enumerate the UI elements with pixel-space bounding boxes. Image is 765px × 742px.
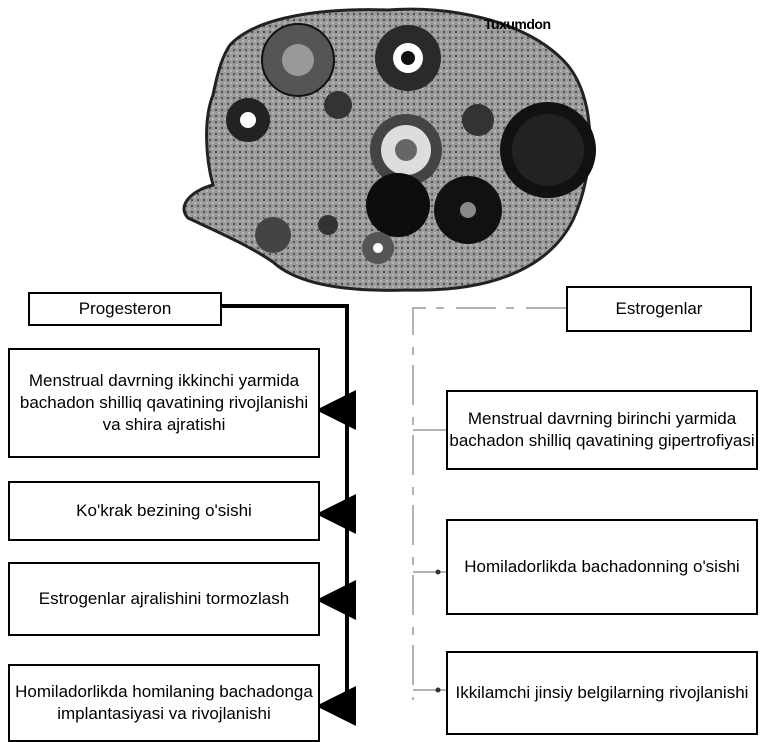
progesteron-effect-4: Homiladorlikda homilaning bachadonga imp… (8, 664, 320, 742)
estrogenlar-effect-3-text: Ikkilamchi jinsiy belgilarning rivojlani… (456, 682, 749, 704)
estrogenlar-effect-3: Ikkilamchi jinsiy belgilarning rivojlani… (446, 651, 758, 735)
estrogenlar-effect-2: Homiladorlikda bachadonning o'sishi (446, 519, 758, 615)
progesteron-effect-2: Ko'krak bezining o'sishi (8, 481, 320, 541)
estrogenlar-title: Estrogenlar (616, 298, 703, 320)
progesteron-effect-3-text: Estrogenlar ajralishini tormozlash (39, 588, 289, 610)
estrogenlar-effect-1: Menstrual davrning birinchi yarmida bach… (446, 390, 758, 470)
progesteron-title-box: Progesteron (28, 292, 222, 326)
estrogenlar-title-box: Estrogenlar (566, 286, 752, 332)
progesteron-effect-4-text: Homiladorlikda homilaning bachadonga imp… (10, 681, 318, 725)
progesteron-title: Progesteron (79, 298, 172, 320)
estrogenlar-effect-2-text: Homiladorlikda bachadonning o'sishi (464, 556, 739, 578)
progesteron-effect-1-text: Menstrual davrning ikkinchi yarmida bach… (10, 370, 318, 436)
progesteron-effect-1: Menstrual davrning ikkinchi yarmida bach… (8, 348, 320, 458)
progesteron-effect-3: Estrogenlar ajralishini tormozlash (8, 562, 320, 636)
progesteron-effect-2-text: Ko'krak bezining o'sishi (76, 500, 252, 522)
estrogenlar-effect-1-text: Menstrual davrning birinchi yarmida bach… (448, 408, 756, 452)
